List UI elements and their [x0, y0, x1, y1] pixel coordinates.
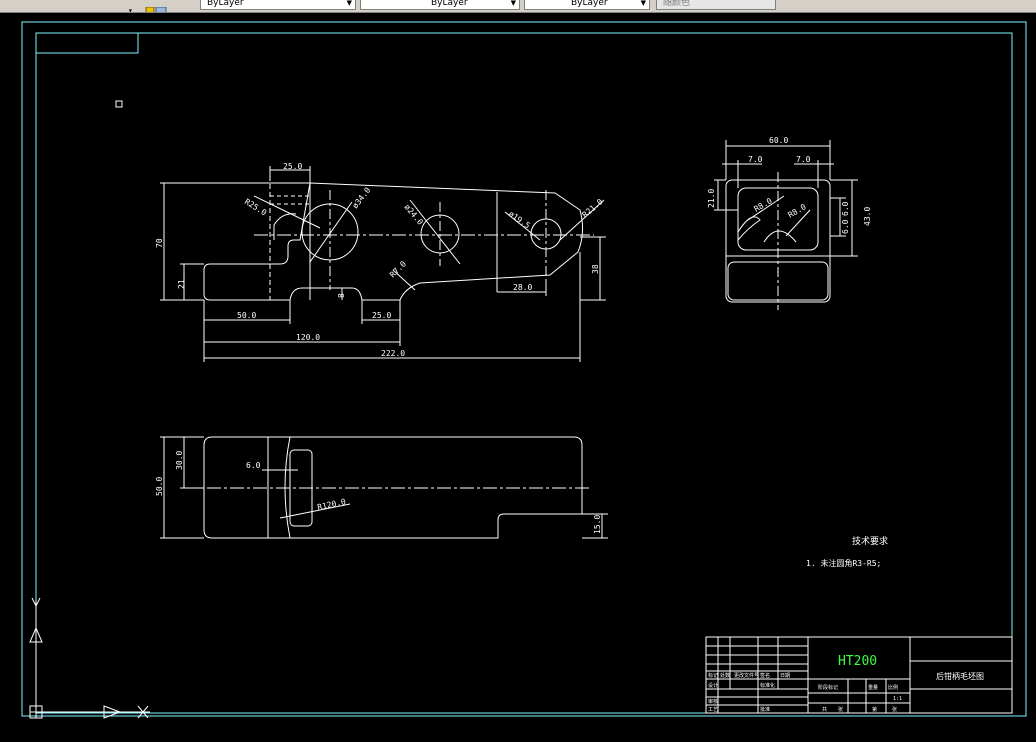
- dim-text: R21.0: [581, 197, 605, 219]
- dim-text: 21: [177, 279, 186, 289]
- dim-text: R7.0: [388, 259, 408, 279]
- dim-text: 8: [337, 293, 346, 298]
- dim-text: R8.0: [787, 202, 808, 220]
- dim-text: 70: [155, 238, 164, 248]
- lineweight-control-dropdown[interactable]: ByLayer ▼: [524, 0, 650, 10]
- layer-icons-svg: ▾: [128, 6, 167, 13]
- grip-marker[interactable]: [115, 100, 123, 108]
- dim-text: R120.0: [317, 497, 347, 512]
- dim-text: 7.0: [796, 155, 811, 164]
- dim-text: 60.0: [769, 136, 788, 145]
- tb-cell: 批准: [760, 706, 770, 713]
- dim-text: 6.0: [841, 201, 850, 216]
- dim-text: 7.0: [748, 155, 763, 164]
- tb-cell: 签名: [760, 672, 770, 679]
- dim-text: 43.0: [863, 207, 872, 226]
- dim-text: 50.0: [155, 477, 164, 496]
- dim-text: R8.0: [753, 196, 774, 214]
- dim-text: 25.0: [283, 162, 302, 171]
- plotstyle-control-dropdown[interactable]: 随颜色: [656, 0, 776, 10]
- dim-text: 6.0: [246, 461, 261, 470]
- dim-text: 50.0: [237, 311, 256, 320]
- chevron-down-icon: ▼: [346, 0, 352, 7]
- color-control-dropdown[interactable]: ByLayer ▼: [200, 0, 356, 10]
- tb-cell: 共: [822, 706, 827, 713]
- lineweight-control-value: ByLayer: [571, 0, 608, 8]
- dim-text: ø34.0: [350, 186, 372, 211]
- dim-text: 6.0: [841, 219, 850, 234]
- plotstyle-control-value: 随颜色: [663, 0, 691, 8]
- chevron-down-icon: ▼: [510, 0, 516, 7]
- chevron-down-icon: ▼: [640, 0, 646, 7]
- properties-toolbar: ▾ ByLayer ▼ ByLayer ▼ ByLayer ▼ 随颜色: [0, 0, 1036, 13]
- tb-cell: 工艺: [708, 707, 718, 713]
- bottom-view-dimensions: 50.0 30.0 6.0 R120.0 15.0: [155, 451, 602, 534]
- command-line[interactable]: [0, 732, 1036, 738]
- tb-cell: 张: [838, 706, 843, 713]
- tb-cell: 处数: [720, 672, 730, 679]
- tb-cell: 阶段标记: [818, 684, 838, 691]
- dim-text: 222.0: [381, 349, 405, 358]
- front-view-dimensions: 25.0 R25.0 ø34.0 ø24.0 ø19.5 R21.0 70 21…: [155, 162, 605, 358]
- dim-text: 28.0: [513, 283, 532, 292]
- title-block-text: 标记 处数 更改文件号 签名 日期 设计 标准化 阶段标记 重量 比例 审核 工…: [708, 672, 902, 713]
- linetype-control-value: ByLayer: [431, 0, 468, 8]
- tb-cell: 审核: [708, 698, 718, 705]
- dim-text: ø19.5: [507, 209, 532, 230]
- tb-cell: 重量: [868, 684, 878, 691]
- linetype-control-dropdown[interactable]: ByLayer ▼: [360, 0, 520, 10]
- bottom-view: [160, 436, 608, 539]
- side-view: [714, 140, 858, 310]
- layer-state-icons[interactable]: ▾: [128, 0, 188, 12]
- tb-cell: 张: [892, 706, 897, 713]
- dim-text: 38: [591, 264, 600, 274]
- tb-cell: 比例: [888, 684, 898, 691]
- material-label: HT200: [838, 654, 877, 669]
- tb-cell: 标记: [708, 672, 718, 679]
- tb-cell: 更改文件号: [734, 672, 759, 679]
- title-block: [705, 636, 1013, 714]
- color-control-value: ByLayer: [207, 0, 244, 8]
- ucs-icon: [29, 597, 150, 719]
- dim-text: 15.0: [593, 515, 602, 534]
- tb-scale: 1:1: [893, 696, 902, 702]
- dim-text: 120.0: [296, 333, 320, 342]
- drawing-frame: [21, 21, 1027, 717]
- drawing-svg[interactable]: 25.0 R25.0 ø34.0 ø24.0 ø19.5 R21.0 70 21…: [0, 12, 1036, 738]
- tb-cell: 日期: [780, 673, 790, 679]
- tech-req-title: 技术要求: [852, 535, 888, 547]
- dim-text: R25.0: [243, 197, 268, 217]
- tech-req-item: 1. 未注圆角R3-R5;: [806, 558, 881, 568]
- tb-cell: 设计: [708, 682, 718, 689]
- drawing-canvas[interactable]: 25.0 R25.0 ø34.0 ø24.0 ø19.5 R21.0 70 21…: [0, 12, 1036, 738]
- dim-text: 30.0: [175, 451, 184, 470]
- technical-requirements: 技术要求 1. 未注圆角R3-R5;: [806, 535, 888, 568]
- part-name-label: 后钳柄毛坯图: [936, 671, 984, 681]
- tb-cell: 第: [872, 706, 877, 713]
- front-view: [160, 166, 606, 362]
- dim-text: 21.0: [707, 189, 716, 208]
- tb-cell: 标准化: [760, 682, 775, 689]
- dim-text: 25.0: [372, 311, 391, 320]
- side-view-dimensions: 60.0 7.0 7.0 21.0 R8.0 R8.0 6.0 6.0 43.0: [707, 136, 872, 234]
- svg-text:▾: ▾: [128, 7, 133, 13]
